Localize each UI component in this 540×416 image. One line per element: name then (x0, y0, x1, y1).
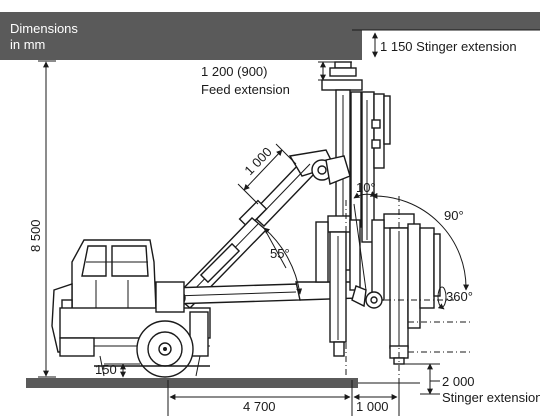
length-main-label: 4 700 (243, 399, 276, 414)
stinger-bottom-label: Stinger extension (442, 390, 540, 405)
ceiling-notch (362, 30, 540, 60)
stinger-bottom-value: 2 000 (442, 374, 475, 389)
legend-line-2: in mm (10, 37, 45, 52)
boom-angle-arc (263, 227, 303, 295)
swing-angle-label: 90° (444, 208, 464, 223)
tilt-angle-arc (353, 191, 377, 199)
height-dimension-label: 8 500 (28, 219, 43, 252)
upper-boom (238, 149, 351, 229)
ceiling-notch-wall (352, 30, 362, 60)
boom-angle-label: 55° (270, 246, 290, 261)
feed-value-label: 1 200 (900) (201, 64, 268, 79)
boom-length-dimension (243, 149, 283, 191)
feed-extension-label: Feed extension (201, 82, 290, 97)
lower-feed-assembly (315, 200, 361, 378)
carrier-vehicle (51, 239, 211, 378)
floor-surface (26, 378, 358, 388)
tilt-ref-line (353, 203, 367, 291)
stinger-top-label: 1 150 Stinger extension (380, 39, 517, 54)
boom-length-label: 1 000 (241, 144, 274, 178)
boom-ext-lower (237, 183, 259, 205)
boom-ext-upper (275, 143, 297, 165)
boom-angle-ref (263, 227, 287, 269)
swing-angle-arc (371, 192, 470, 291)
legend-line-1: Dimensions (10, 21, 78, 36)
rotation-arrow (437, 303, 445, 310)
length-front-label: 1 000 (356, 399, 389, 414)
clearance-label: 150 (95, 362, 117, 377)
rotation-symbol (437, 286, 447, 308)
tilt-angle-label: 10° (356, 180, 376, 195)
rotation-angle-label: 360° (446, 289, 473, 304)
